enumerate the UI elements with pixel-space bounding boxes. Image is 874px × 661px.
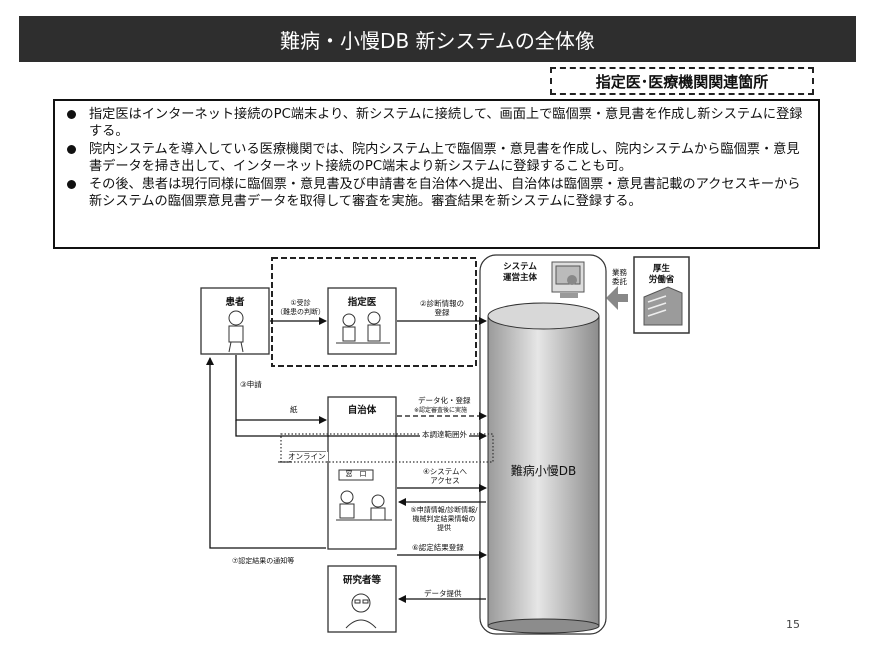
step4-label: ④システムへ アクセス bbox=[423, 467, 467, 485]
bullet-item: 院内システムを導入している医療機関では、院内システム上で臨個票・意見書を作成し、… bbox=[67, 141, 808, 175]
section-label: 指定医･医療機関関連箇所 bbox=[550, 67, 814, 95]
bullet-dot-icon bbox=[67, 180, 76, 189]
bullet-item: 指定医はインターネット接続のPC端末より、新システムに接続して、画面上で臨個票・… bbox=[67, 106, 808, 140]
data-provide-label: データ提供 bbox=[424, 589, 462, 598]
doctor-region-border bbox=[271, 257, 477, 367]
paper-label: 紙 bbox=[290, 405, 298, 414]
mhlw-label: 厚生 労働省 bbox=[648, 264, 675, 285]
database-cylinder bbox=[487, 302, 600, 634]
outsource-arrow bbox=[606, 286, 628, 310]
municipality-label: 自治体 bbox=[347, 405, 377, 416]
counter-staff-icon bbox=[336, 490, 392, 521]
system-operator-label: システム 運営主体 bbox=[502, 262, 537, 283]
researcher-label: 研究者等 bbox=[342, 575, 381, 586]
step1-label: ①受診 （難患の判断） bbox=[276, 299, 325, 316]
data-register-label: データ化・登録 bbox=[418, 396, 471, 405]
online-region bbox=[280, 433, 494, 463]
arrow-notify-result bbox=[206, 357, 326, 549]
bullet-dot-icon bbox=[67, 110, 76, 119]
page-number: 15 bbox=[786, 618, 800, 631]
counter-label: 窓 口 bbox=[345, 470, 367, 478]
out-of-scope-label: 本調達範囲外 bbox=[420, 430, 469, 439]
doctor-label: 指定医 bbox=[347, 297, 377, 308]
doctor-figure-icon bbox=[336, 311, 390, 344]
page-title: 難病・小慢DB 新システムの全体像 bbox=[19, 16, 856, 62]
outsource-label: 業務 委託 bbox=[612, 268, 627, 286]
bullet-item: その後、患者は現行同様に臨個票・意見書及び申請書を自治体へ提出、自治体は臨個票・… bbox=[67, 176, 808, 210]
summary-box: 指定医はインターネット接続のPC端末より、新システムに接続して、画面上で臨個票・… bbox=[53, 99, 820, 249]
step5-label: ⑤申請情報/診断情報/ 機械判定結果情報の 提供 bbox=[410, 506, 478, 532]
database-label: 難病小慢DB bbox=[510, 464, 577, 478]
patient-figure-icon bbox=[228, 310, 244, 353]
bullet-dot-icon bbox=[67, 145, 76, 154]
building-icon bbox=[643, 286, 683, 326]
counter-sign bbox=[338, 469, 374, 481]
patient-label: 患者 bbox=[225, 297, 245, 308]
step3-label: ③申請 bbox=[240, 380, 262, 389]
step2-label: ②診断情報の 登録 bbox=[419, 299, 465, 317]
step6-label: ⑥認定結果登録 bbox=[412, 543, 464, 552]
researcher-figure-icon bbox=[345, 593, 377, 629]
operator-computer-icon bbox=[551, 261, 585, 298]
data-register-note: ※認定審査後に実施 bbox=[414, 407, 468, 414]
step7-label: ⑦認定結果の通知等 bbox=[232, 557, 295, 565]
arrow-apply-online bbox=[235, 420, 487, 440]
online-label: オンライン bbox=[286, 452, 328, 461]
